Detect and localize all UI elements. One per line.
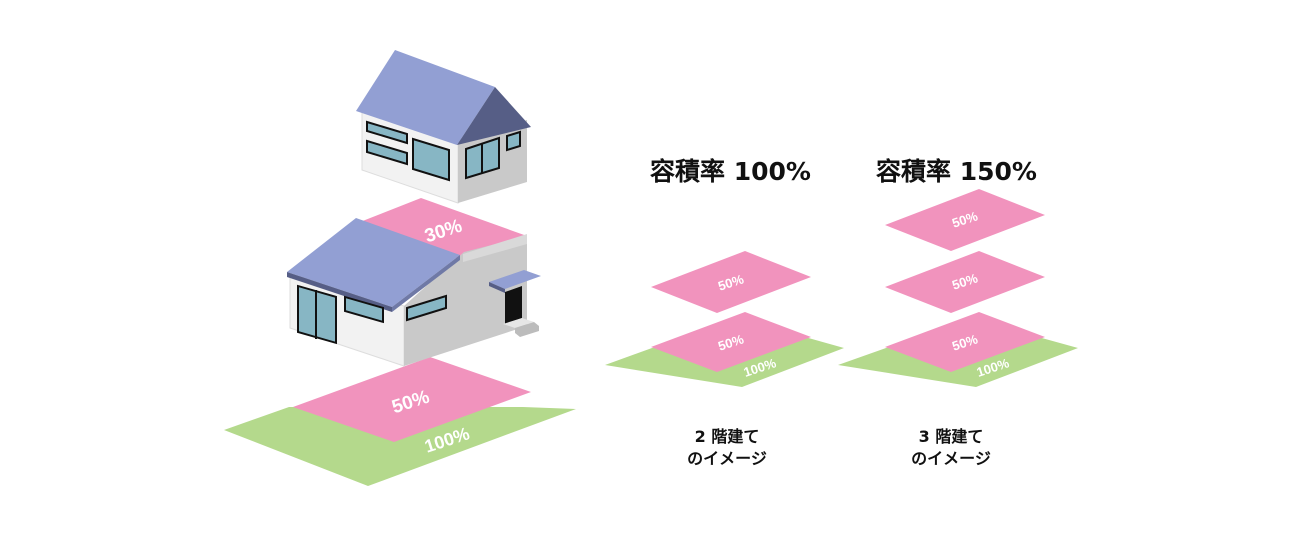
entrance-canopy: [489, 270, 541, 289]
ratio-150-floor3: [885, 189, 1045, 251]
upper-house-window-3: [412, 137, 450, 182]
ratio-100-diagram: 50% 50% 100%: [605, 251, 844, 387]
ratio-100-caption-line1: 2 階建て: [694, 427, 760, 446]
upper-house-roof-side: [457, 87, 531, 145]
ratio-150-floor2: [885, 251, 1045, 313]
lower-house-window-small: [344, 295, 384, 324]
ratio-150-diagram: 50% 50% 50% 100%: [838, 189, 1078, 387]
ratio-150-title: 容積率 150%: [876, 157, 1037, 186]
upper-house-window-5: [506, 130, 521, 152]
ratio-150-caption: 3 階建て のイメージ: [851, 426, 1051, 470]
ratio-100-floor2: [651, 251, 811, 313]
lower-house-side-window: [406, 294, 447, 322]
lower-house-right-wall: [404, 236, 527, 366]
left-site-ground: [224, 407, 576, 486]
upper-house-roof-front: [356, 50, 495, 145]
entrance-door: [505, 286, 522, 324]
entrance-canopy-edge: [489, 282, 505, 293]
lower-house-roof-side: [392, 255, 460, 312]
lower-house-back-wall: [463, 234, 527, 262]
ratio-150-caption-line2: のイメージ: [911, 449, 991, 468]
house-upper-floor: [356, 50, 531, 204]
left-site-plan: 50% 100%: [224, 357, 576, 486]
lower-house-roof-front: [287, 218, 460, 307]
ratio-100-caption-line2: のイメージ: [687, 449, 767, 468]
left-site-building-area: [293, 357, 531, 442]
entrance-steps-top: [503, 318, 534, 328]
house-lower-floor: 30%: [287, 198, 541, 367]
upper-house-window-2: [366, 139, 408, 166]
ratio-150-caption-line1: 3 階建て: [918, 427, 984, 446]
upper-floor-area: [360, 198, 527, 262]
entrance-steps-front: [515, 322, 539, 337]
ratio-150-floor1: [885, 312, 1045, 372]
ratio-100-caption: 2 階建て のイメージ: [627, 426, 827, 470]
upper-house-window-1: [366, 120, 408, 145]
ratio-100-floor1: [651, 312, 811, 372]
ratio-100-title: 容積率 100%: [650, 157, 811, 186]
